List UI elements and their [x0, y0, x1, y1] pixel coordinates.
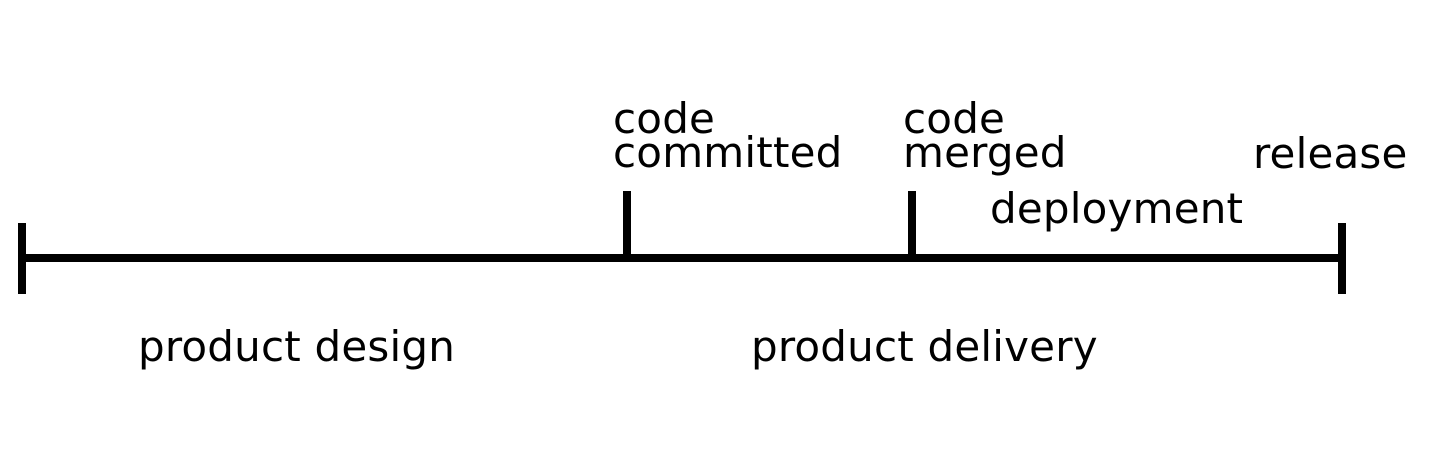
code-merged-line2: merged — [903, 128, 1067, 177]
release-label: release — [1253, 129, 1408, 178]
code-committed-label: code committed — [613, 94, 843, 177]
product-design-label: product design — [138, 322, 456, 371]
code-committed-line2: committed — [613, 128, 843, 177]
code-merged-line1: code — [903, 94, 1006, 143]
code-merged-label: code merged — [903, 94, 1067, 177]
product-delivery-label: product delivery — [751, 322, 1098, 371]
code-committed-line1: code — [613, 94, 716, 143]
deployment-label: deployment — [990, 184, 1244, 233]
